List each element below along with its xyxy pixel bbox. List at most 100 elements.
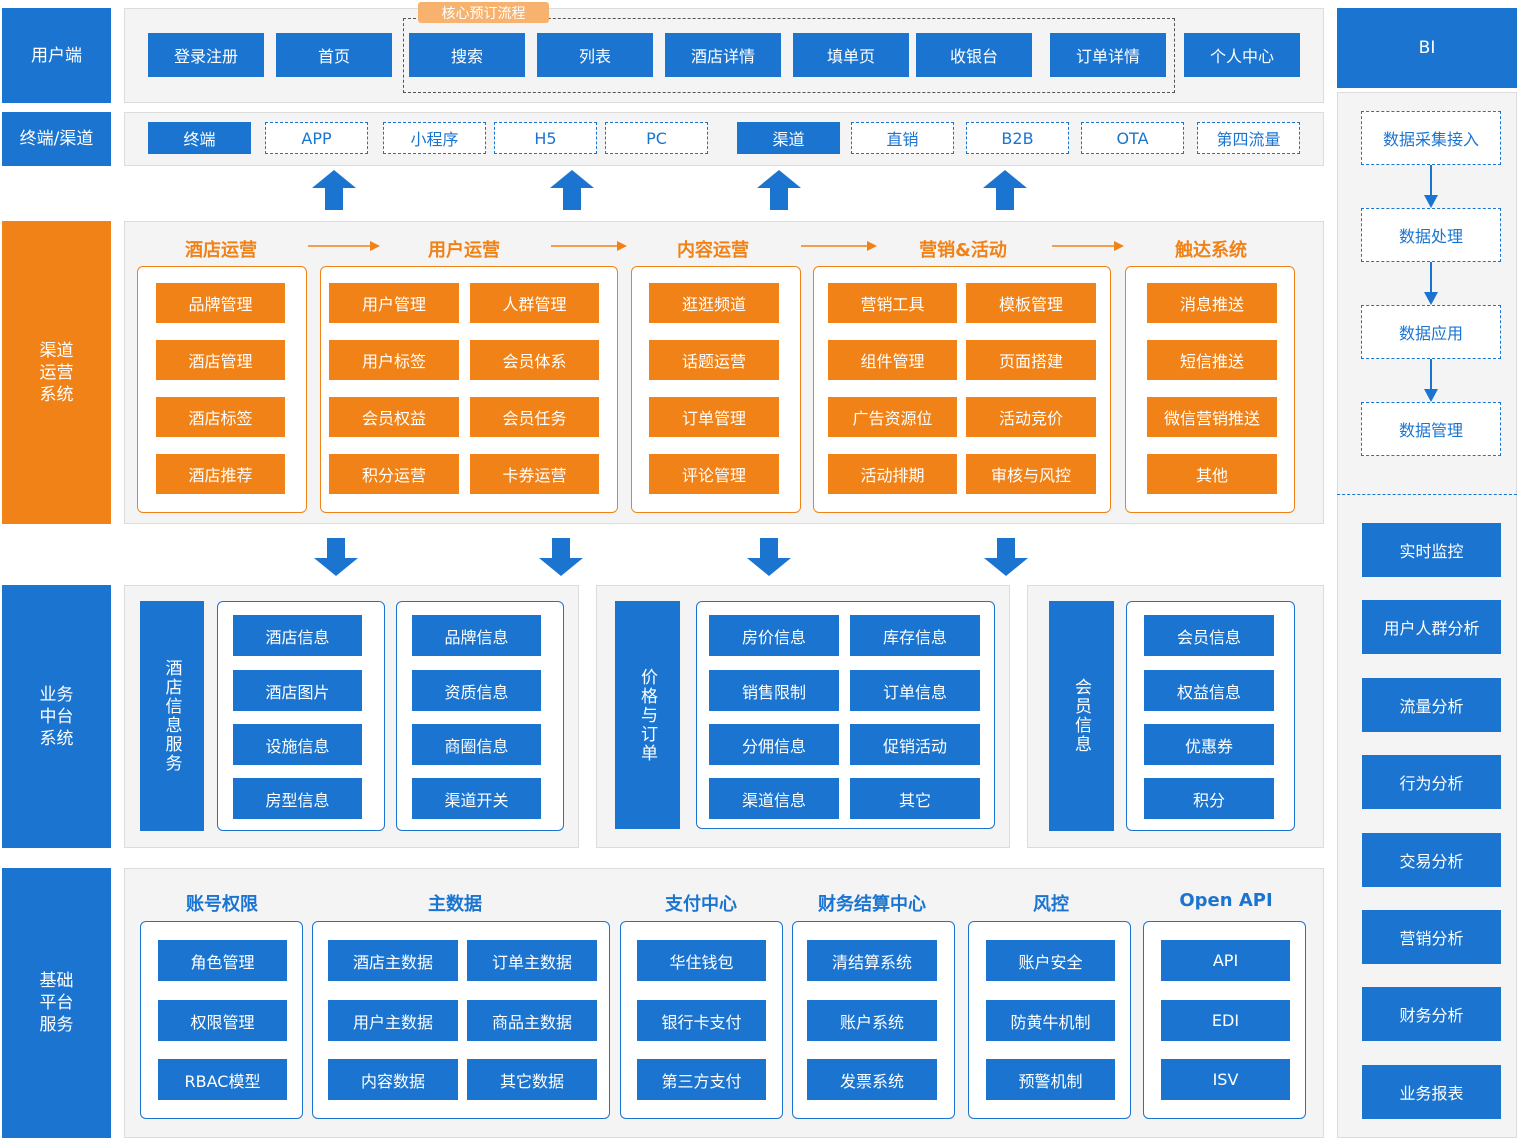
payment-item: 第三方支付 (637, 1059, 766, 1100)
reach-item: 微信营销推送 (1147, 397, 1277, 437)
core-flow-label: 核心预订流程 (418, 2, 549, 23)
finance-item: 账户系统 (807, 1000, 937, 1041)
risk-item: 预警机制 (986, 1059, 1115, 1100)
core-flow-frame (403, 18, 1175, 93)
bi-pipeline-item: 数据采集接入 (1361, 111, 1501, 165)
master-data-item: 酒店主数据 (328, 940, 458, 981)
terminal-label: 终端 (148, 122, 251, 154)
brand-info-item: 商圈信息 (412, 724, 541, 765)
layer-foundation: 基础 平台 服务 (2, 868, 111, 1138)
brand-info-item: 渠道开关 (412, 778, 541, 819)
bi-analysis-item: 流量分析 (1362, 678, 1501, 732)
hotel-ops-item: 酒店管理 (156, 340, 285, 380)
marketing-title: 营销&活动 (919, 240, 1007, 261)
right-arrow-icon (801, 241, 877, 251)
reach-item: 短信推送 (1147, 340, 1277, 380)
bi-analysis-item: 营销分析 (1362, 910, 1501, 964)
user-end-item: 填单页 (793, 33, 909, 77)
hotel-ops-item: 酒店标签 (156, 397, 285, 437)
content-ops-title: 内容运营 (677, 240, 749, 261)
account-item: RBAC模型 (158, 1059, 287, 1100)
bi-pipeline-item: 数据管理 (1361, 402, 1501, 456)
reach-item: 消息推送 (1147, 283, 1277, 323)
bi-pipeline-item: 数据应用 (1361, 305, 1501, 359)
content-ops-item: 话题运营 (649, 340, 779, 380)
payment-item: 华住钱包 (637, 940, 766, 981)
price-order-item: 促销活动 (850, 724, 980, 765)
bi-pipeline-item: 数据处理 (1361, 208, 1501, 262)
payment-title: 支付中心 (665, 894, 737, 915)
marketing-item: 审核与风控 (966, 454, 1096, 494)
finance-item: 清结算系统 (807, 940, 937, 981)
open-api-item: ISV (1161, 1059, 1290, 1100)
up-arrow-icon (550, 170, 594, 210)
content-ops-item: 订单管理 (649, 397, 779, 437)
account-item: 角色管理 (158, 940, 287, 981)
channel-item: B2B (966, 122, 1069, 154)
marketing-item: 页面搭建 (966, 340, 1096, 380)
channel-item: OTA (1081, 122, 1184, 154)
terminal-item: 小程序 (383, 122, 486, 154)
hotel-ops-item: 酒店推荐 (156, 454, 285, 494)
marketing-item: 活动排期 (828, 454, 957, 494)
open-api-item: API (1161, 940, 1290, 981)
user-ops-item: 会员权益 (329, 397, 459, 437)
bi-analysis-item: 实时监控 (1362, 523, 1501, 577)
master-data-title: 主数据 (428, 894, 482, 915)
finance-title: 财务结算中心 (818, 894, 926, 915)
user-end-item: 订单详情 (1050, 33, 1166, 77)
user-ops-item: 人群管理 (470, 283, 599, 323)
finance-item: 发票系统 (807, 1059, 937, 1100)
down-arrow-icon (1424, 262, 1438, 305)
terminal-item: APP (265, 122, 368, 154)
bi-analysis-item: 交易分析 (1362, 833, 1501, 887)
user-end-item: 登录注册 (148, 33, 264, 77)
right-arrow-icon (551, 241, 627, 251)
user-ops-item: 用户管理 (329, 283, 459, 323)
up-arrow-icon (757, 170, 801, 210)
master-data-item: 用户主数据 (328, 1000, 458, 1041)
open-api-item: EDI (1161, 1000, 1290, 1041)
price-order-item: 分佣信息 (709, 724, 839, 765)
user-ops-title: 用户运营 (428, 240, 500, 261)
marketing-item: 广告资源位 (828, 397, 957, 437)
master-data-item: 内容数据 (328, 1059, 458, 1100)
user-end-item: 酒店详情 (665, 33, 781, 77)
bi-title: BI (1337, 8, 1517, 88)
price-order-item: 其它 (850, 778, 980, 819)
layer-biz-middle: 业务 中台 系统 (2, 585, 111, 848)
bi-analysis-item: 业务报表 (1362, 1065, 1501, 1119)
user-ops-item: 会员任务 (470, 397, 599, 437)
risk-item: 账户安全 (986, 940, 1115, 981)
brand-info-item: 品牌信息 (412, 615, 541, 656)
reach-title: 触达系统 (1175, 240, 1247, 261)
bi-analysis-item: 用户人群分析 (1362, 600, 1501, 654)
down-arrow-icon (539, 538, 583, 576)
down-arrow-icon (747, 538, 791, 576)
master-data-item: 订单主数据 (467, 940, 597, 981)
hotel-service-label: 酒店信息服务 (140, 601, 204, 831)
price-order-item: 渠道信息 (709, 778, 839, 819)
hotel-info-item: 设施信息 (233, 724, 362, 765)
user-ops-item: 卡券运营 (470, 454, 599, 494)
channel-item: 第四流量 (1197, 122, 1300, 154)
member-item: 优惠券 (1144, 724, 1274, 765)
bi-analysis-item: 行为分析 (1362, 755, 1501, 809)
price-order-item: 库存信息 (850, 615, 980, 656)
marketing-item: 模板管理 (966, 283, 1096, 323)
reach-item: 其他 (1147, 454, 1277, 494)
risk-item: 防黄牛机制 (986, 1000, 1115, 1041)
content-ops-item: 评论管理 (649, 454, 779, 494)
user-end-item: 个人中心 (1184, 33, 1300, 77)
hotel-info-item: 酒店图片 (233, 670, 362, 711)
risk-title: 风控 (1033, 894, 1069, 915)
price-order-item: 销售限制 (709, 670, 839, 711)
hotel-ops-item: 品牌管理 (156, 283, 285, 323)
user-end-item: 搜索 (409, 33, 525, 77)
down-arrow-icon (1424, 359, 1438, 402)
user-end-item: 列表 (537, 33, 653, 77)
member-label: 会员信息 (1049, 601, 1114, 831)
down-arrow-icon (984, 538, 1028, 576)
brand-info-item: 资质信息 (412, 670, 541, 711)
terminal-item: PC (605, 122, 708, 154)
